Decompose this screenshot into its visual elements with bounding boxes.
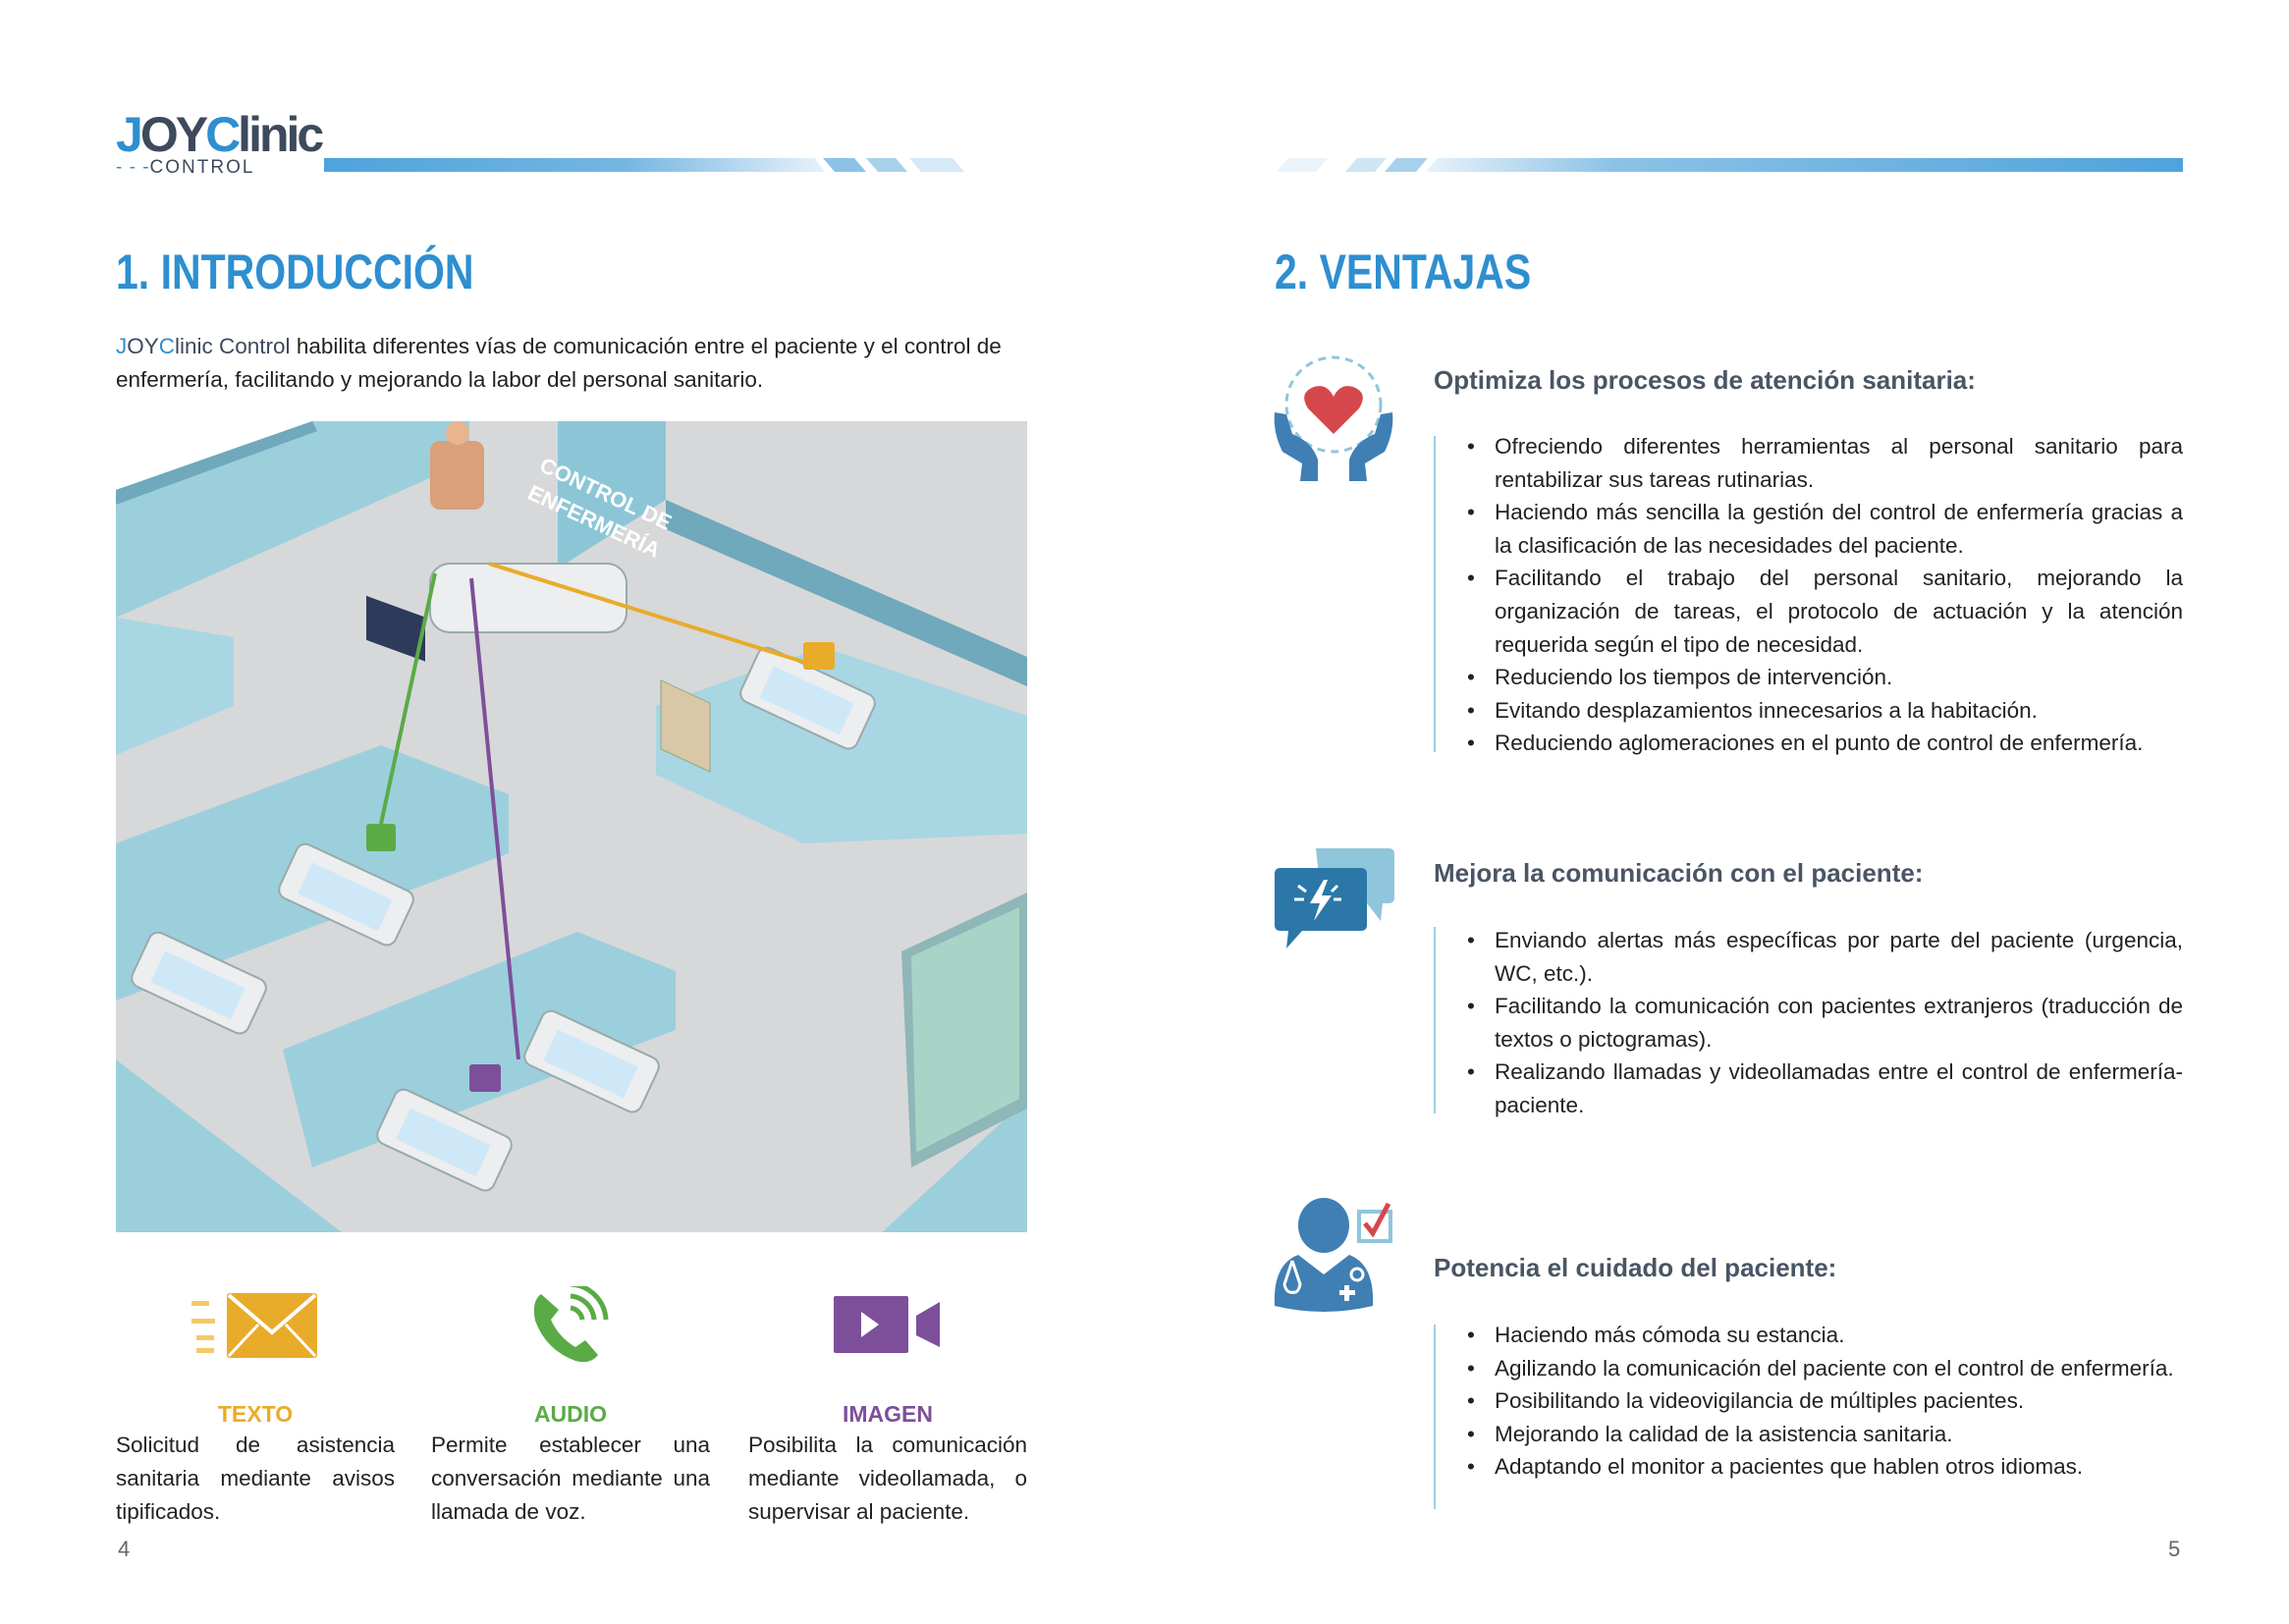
brand-j: J bbox=[116, 334, 128, 358]
intro-text: habilita diferentes vías de comunicación… bbox=[116, 334, 1002, 392]
logo-dashes: - - - bbox=[116, 157, 150, 178]
list-item: Posibilitando la videovigilancia de múlt… bbox=[1467, 1384, 2183, 1418]
feature-imagen: IMAGEN Posibilita la comunicación median… bbox=[748, 1276, 1027, 1529]
list-item: Adaptando el monitor a pacientes que hab… bbox=[1467, 1450, 2183, 1484]
section-divider bbox=[1434, 1325, 1436, 1509]
header-bar-right bbox=[1277, 158, 2183, 172]
list-item: Realizando llamadas y videollamadas entr… bbox=[1467, 1056, 2183, 1121]
section-title-ventajas: 2. VENTAJAS bbox=[1275, 244, 1532, 299]
logo-c: C bbox=[205, 107, 241, 162]
section-heading: Potencia el cuidado del paciente: bbox=[1434, 1253, 1837, 1282]
page-number-left: 4 bbox=[118, 1537, 131, 1561]
doctor-checklist-icon bbox=[1274, 1198, 1392, 1312]
brand-c: C bbox=[158, 334, 176, 358]
list-item: Agilizando la comunicación del paciente … bbox=[1467, 1352, 2183, 1385]
list-item: Facilitando el trabajo del personal sani… bbox=[1467, 562, 2183, 661]
header-bar-left bbox=[324, 158, 964, 172]
list-item: Facilitando la comunicación con paciente… bbox=[1467, 990, 2183, 1056]
brand-oy: OY bbox=[127, 334, 159, 358]
feature-audio: AUDIO Permite establecer una conversació… bbox=[431, 1276, 710, 1529]
arrow-texto bbox=[488, 562, 804, 664]
list-item: Ofreciendo diferentes herramientas al pe… bbox=[1467, 430, 2183, 496]
feature-label: TEXTO bbox=[217, 1401, 294, 1427]
hands-heart-icon bbox=[1274, 355, 1393, 481]
feature-texto: TEXTO Solicitud de asistencia sanitaria … bbox=[116, 1276, 395, 1529]
chat-bubbles-icon bbox=[1275, 848, 1394, 948]
logo-j: J bbox=[116, 107, 143, 162]
page-number-right: 5 bbox=[2168, 1537, 2181, 1561]
feature-description: Posibilita la comunicación mediante vide… bbox=[748, 1433, 1027, 1524]
feature-label: IMAGEN bbox=[843, 1401, 933, 1427]
bullet-list-optimiza: Ofreciendo diferentes herramientas al pe… bbox=[1467, 430, 2183, 760]
bullet-list-potencia: Haciendo más cómoda su estancia. Agiliza… bbox=[1467, 1319, 2183, 1484]
section-divider bbox=[1434, 927, 1436, 1113]
section-heading: Mejora la comunicación con el paciente: bbox=[1434, 858, 1924, 888]
list-item: Reduciendo aglomeraciones en el punto de… bbox=[1467, 727, 2183, 760]
intro-paragraph: JOYClinic Control habilita diferentes ví… bbox=[116, 330, 1029, 397]
logo-linic: linic bbox=[238, 107, 324, 162]
feature-label: AUDIO bbox=[533, 1401, 608, 1427]
envelope-icon bbox=[116, 1276, 395, 1375]
joyclinic-logo: JOYClinic - - -CONTROL bbox=[116, 107, 324, 179]
list-item: Haciendo más sencilla la gestión del con… bbox=[1467, 496, 2183, 562]
list-item: Evitando desplazamientos innecesarios a … bbox=[1467, 694, 2183, 728]
logo-oy: OY bbox=[139, 107, 208, 162]
list-item: Mejorando la calidad de la asistencia sa… bbox=[1467, 1418, 2183, 1451]
video-camera-icon bbox=[748, 1276, 1027, 1375]
feature-description: Solicitud de asistencia sanitaria median… bbox=[116, 1433, 395, 1524]
list-item: Reduciendo los tiempos de intervención. bbox=[1467, 661, 2183, 694]
arrow-audio bbox=[379, 572, 437, 825]
phone-icon bbox=[431, 1276, 710, 1375]
feature-description: Permite establecer una conversación medi… bbox=[431, 1433, 710, 1524]
list-item: Haciendo más cómoda su estancia. bbox=[1467, 1319, 2183, 1352]
section-heading: Optimiza los procesos de atención sanita… bbox=[1434, 365, 1976, 395]
brand-rest: linic Control bbox=[175, 334, 291, 358]
hospital-ward-illustration: CONTROL DE ENFERMERÍA bbox=[116, 421, 1027, 1232]
list-item: Enviando alertas más específicas por par… bbox=[1467, 924, 2183, 990]
section-divider bbox=[1434, 436, 1436, 752]
logo-control: CONTROL bbox=[149, 157, 255, 178]
bullet-list-mejora: Enviando alertas más específicas por par… bbox=[1467, 924, 2183, 1122]
arrow-imagen bbox=[469, 577, 520, 1060]
section-title-introduccion: 1. INTRODUCCIÓN bbox=[116, 244, 474, 299]
